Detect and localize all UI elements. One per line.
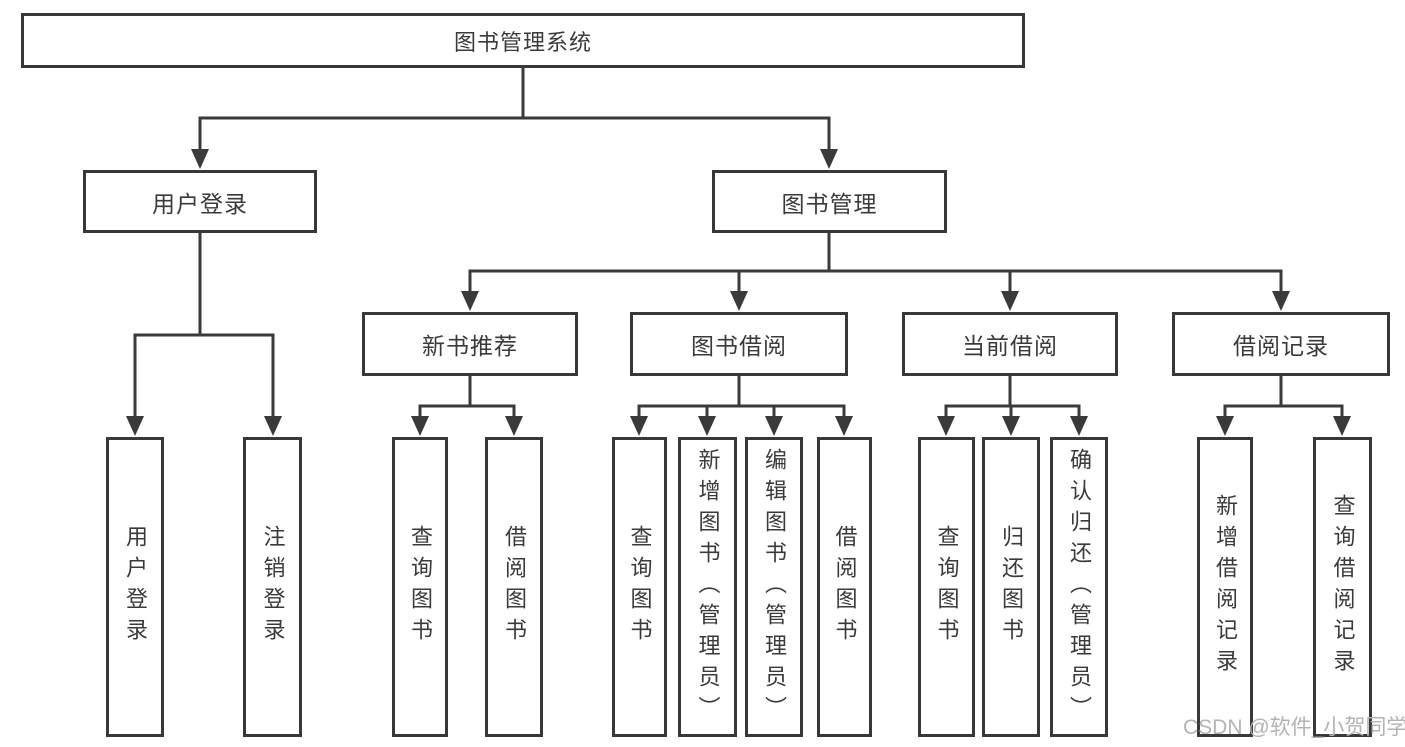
leaf-records-add-record: 新增借阅记录 — [1197, 437, 1253, 737]
node-user-login: 用户登录 — [83, 170, 317, 233]
leaf-current-confirm-return-admin-label: 确认归还（管理员） — [1067, 447, 1092, 727]
leaf-recommend-borrow-books: 借阅图书 — [485, 437, 543, 737]
leaf-borrow-add-books-admin-label: 新增图书（管理员） — [695, 447, 721, 727]
leaf-user-login: 用户登录 — [106, 437, 164, 737]
leaf-borrow-query-books-label: 查询图书 — [627, 525, 653, 649]
leaf-records-add-record-label: 新增借阅记录 — [1213, 494, 1238, 680]
node-new-book-recommend: 新书推荐 — [362, 312, 578, 376]
leaf-logout: 注销登录 — [243, 437, 302, 737]
leaf-current-return-books-label: 归还图书 — [999, 525, 1024, 649]
leaf-logout-label: 注销登录 — [260, 525, 286, 649]
leaf-borrow-add-books-admin: 新增图书（管理员） — [678, 437, 737, 737]
leaf-borrow-edit-books-admin: 编辑图书（管理员） — [745, 437, 803, 737]
node-book-management-label: 图书管理 — [781, 190, 878, 217]
node-current-borrow: 当前借阅 — [902, 312, 1118, 376]
leaf-recommend-query-books: 查询图书 — [392, 437, 448, 737]
leaf-borrow-borrow-books: 借阅图书 — [817, 437, 872, 737]
leaf-borrow-borrow-books-label: 借阅图书 — [832, 525, 858, 649]
node-root: 图书管理系统 — [21, 13, 1025, 68]
leaf-current-query-books: 查询图书 — [918, 437, 975, 737]
leaf-current-query-books-label: 查询图书 — [934, 525, 960, 649]
leaf-records-query-record: 查询借阅记录 — [1313, 437, 1372, 737]
leaf-user-login-label: 用户登录 — [123, 525, 148, 649]
node-new-book-recommend-label: 新书推荐 — [422, 333, 518, 359]
node-root-label: 图书管理系统 — [453, 29, 592, 55]
leaf-current-confirm-return-admin: 确认归还（管理员） — [1050, 437, 1108, 737]
connector-line-path — [133, 66, 1344, 420]
node-borrow-records: 借阅记录 — [1172, 312, 1390, 376]
leaf-borrow-edit-books-admin-label: 编辑图书（管理员） — [762, 447, 787, 727]
node-book-management: 图书管理 — [712, 170, 947, 233]
node-user-login-label: 用户登录 — [152, 190, 248, 217]
leaf-recommend-query-books-label: 查询图书 — [408, 525, 433, 649]
leaf-current-return-books: 归还图书 — [982, 437, 1040, 737]
watermark-text: CSDN @软件_小贺同学 — [1183, 716, 1405, 739]
leaf-recommend-borrow-books-label: 借阅图书 — [502, 525, 527, 649]
node-current-borrow-label: 当前借阅 — [962, 333, 1058, 359]
leaf-records-query-record-label: 查询借阅记录 — [1330, 494, 1356, 680]
node-borrow-records-label: 借阅记录 — [1233, 333, 1329, 359]
node-book-borrow-label: 图书借阅 — [691, 333, 787, 359]
arrowheads-path — [126, 149, 1351, 436]
leaf-borrow-query-books: 查询图书 — [612, 437, 667, 737]
node-book-borrow: 图书借阅 — [630, 312, 848, 376]
